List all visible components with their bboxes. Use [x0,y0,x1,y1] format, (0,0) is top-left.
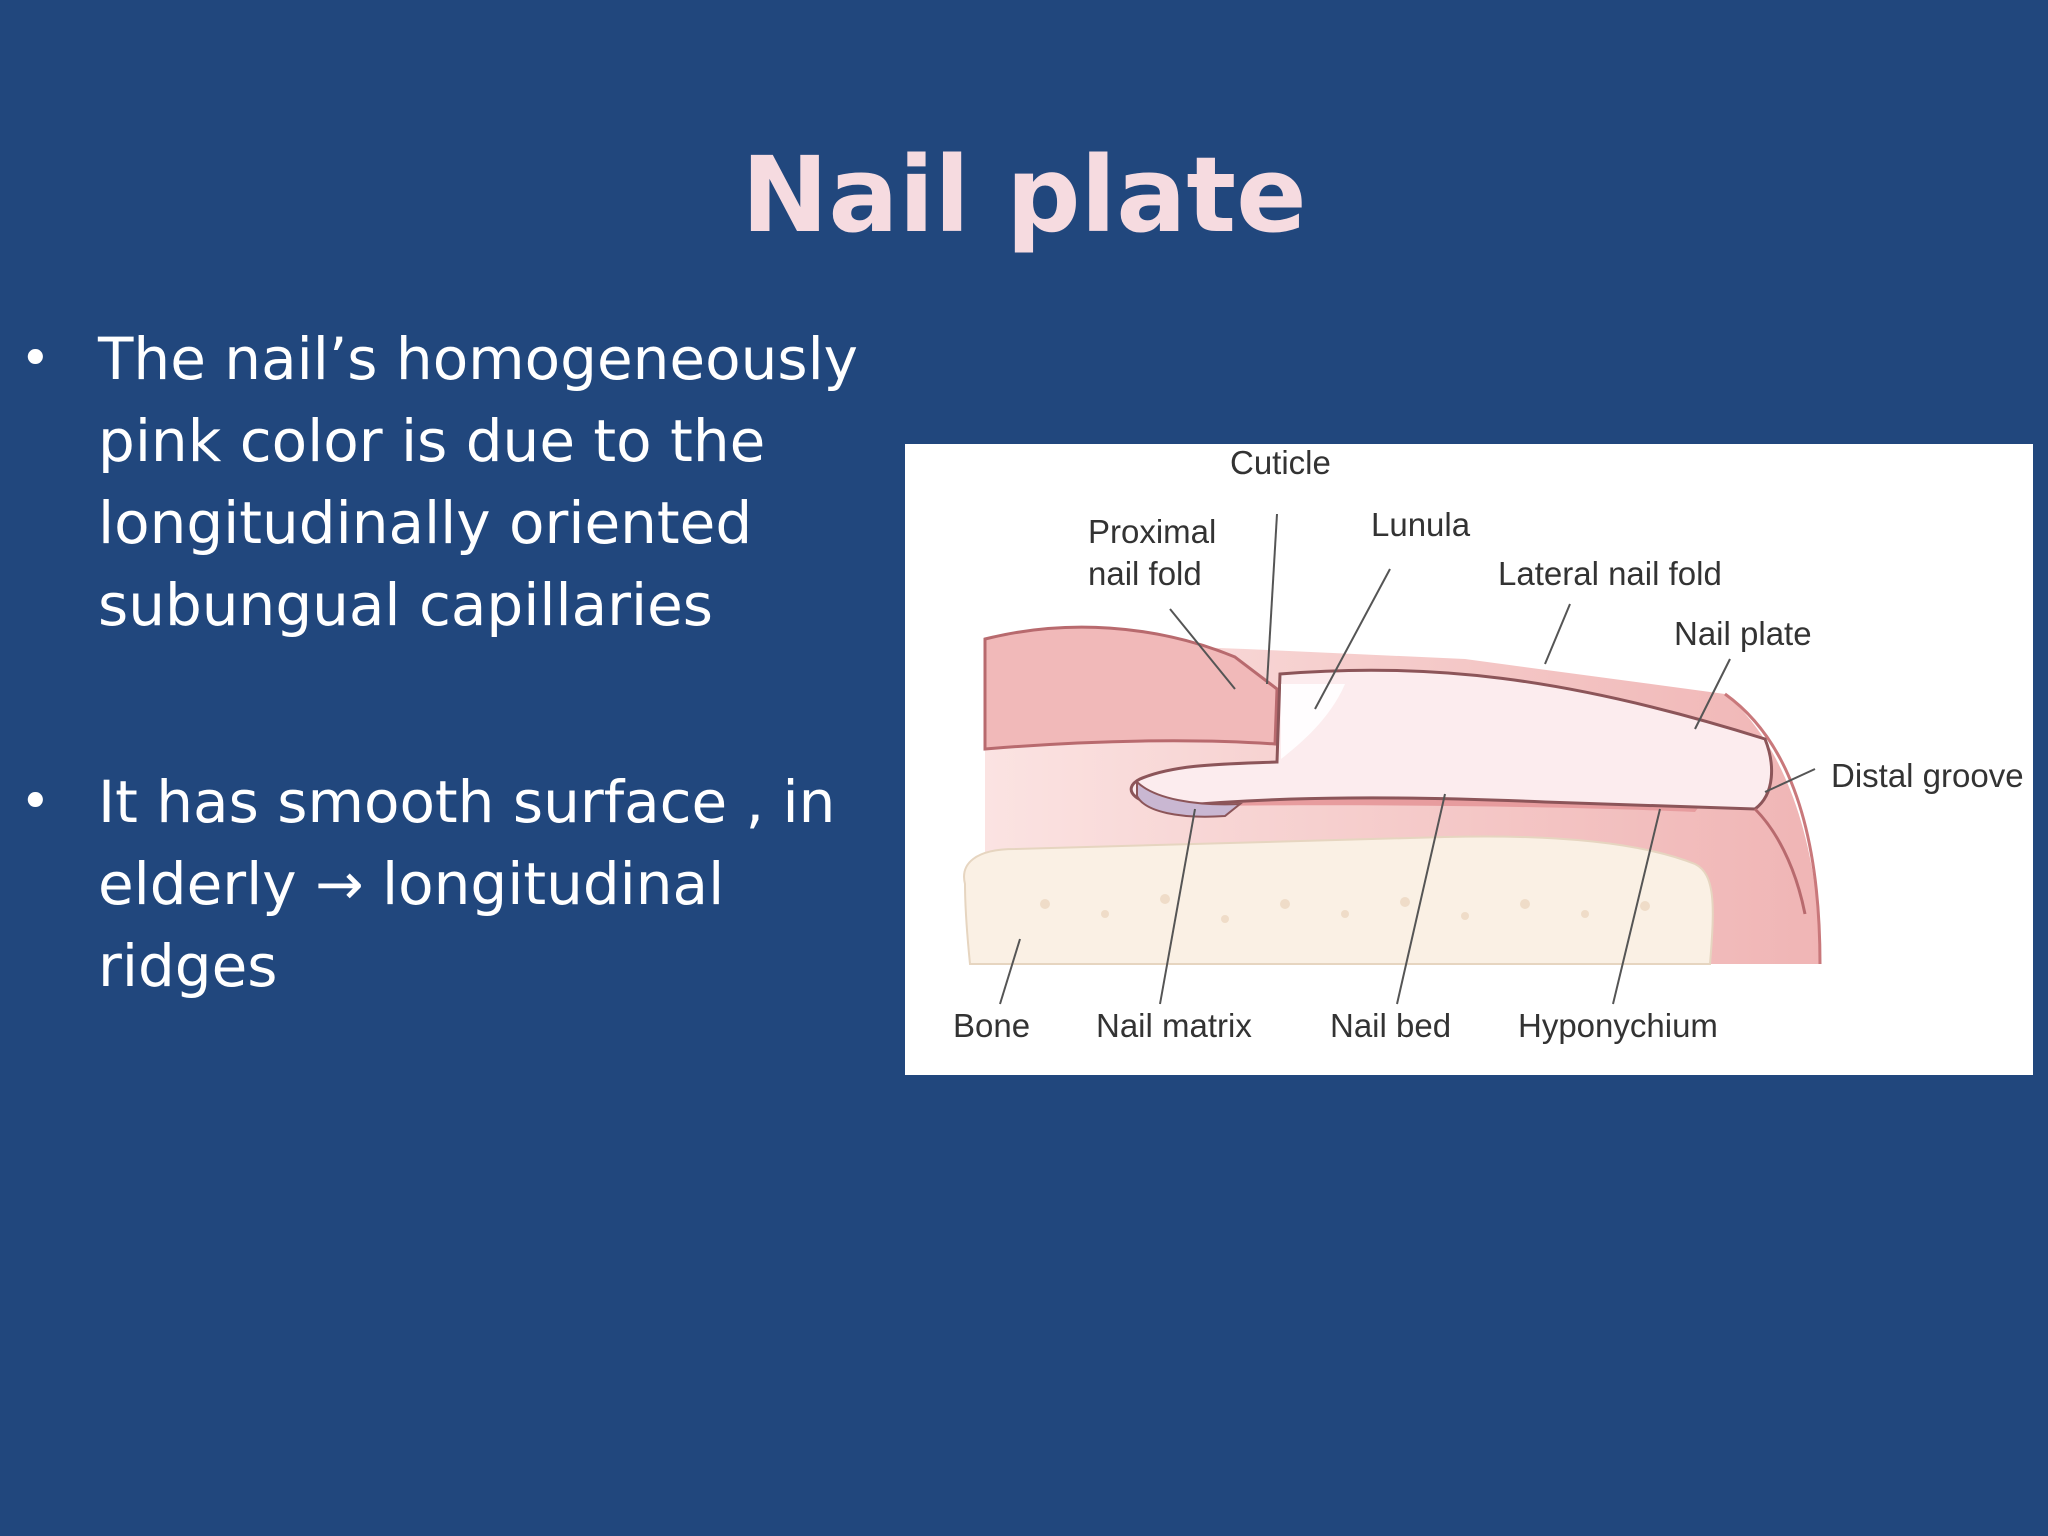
bullet-text: It has smooth surface , in elderly → lon… [98,768,836,1000]
label-lateral-nail-fold: Lateral nail fold [1498,555,1722,592]
leader-nail-matrix [1159,808,1196,1005]
leader-hyponychium [1612,808,1661,1005]
bullet-item: • The nail’s homogeneously pink color is… [20,318,880,646]
label-proximal-nail-fold-line1: Proximal [1088,513,1216,550]
label-hyponychium: Hyponychium [1518,1007,1718,1044]
lunula [1281,684,1345,759]
bullet-dot: • [20,329,51,389]
nail-anatomy-diagram: Cuticle Proximal nail fold Lunula Latera… [905,444,2033,1075]
proximal-nail-fold [983,625,1279,751]
slide-title: Nail plate [741,134,1307,256]
bullet-dot: • [20,772,51,832]
leader-nail-bed [1396,793,1446,1005]
leader-lunula [1314,568,1391,710]
leader-distal-groove [1764,768,1816,793]
label-nail-plate: Nail plate [1674,615,1812,652]
label-nail-matrix: Nail matrix [1096,1007,1252,1044]
label-lunula: Lunula [1371,506,1471,543]
leader-bone [999,938,1021,1005]
nail-matrix [1136,779,1244,818]
hyponychium [1753,807,1807,915]
label-distal-groove: Distal groove [1831,757,2024,794]
leader-cuticle [1266,513,1278,685]
leader-proximal-nail-fold [1169,608,1236,690]
leader-lateral-nail-fold [1544,603,1571,665]
bullet-item: • It has smooth surface , in elderly → l… [20,761,880,1007]
label-cuticle: Cuticle [1230,444,1331,481]
nail-anatomy-svg: Cuticle Proximal nail fold Lunula Latera… [953,444,2024,1044]
label-nail-bed: Nail bed [1330,1007,1451,1044]
label-proximal-nail-fold-line2: nail fold [1088,555,1202,592]
label-bone: Bone [953,1007,1030,1044]
bullet-list: • The nail’s homogeneously pink color is… [20,318,880,1122]
leader-nail-plate [1694,658,1731,730]
bone-texture [1040,894,1650,923]
fingertip-edge [1724,692,1822,965]
bullet-text: The nail’s homogeneously pink color is d… [98,325,859,639]
bone [963,835,1714,965]
